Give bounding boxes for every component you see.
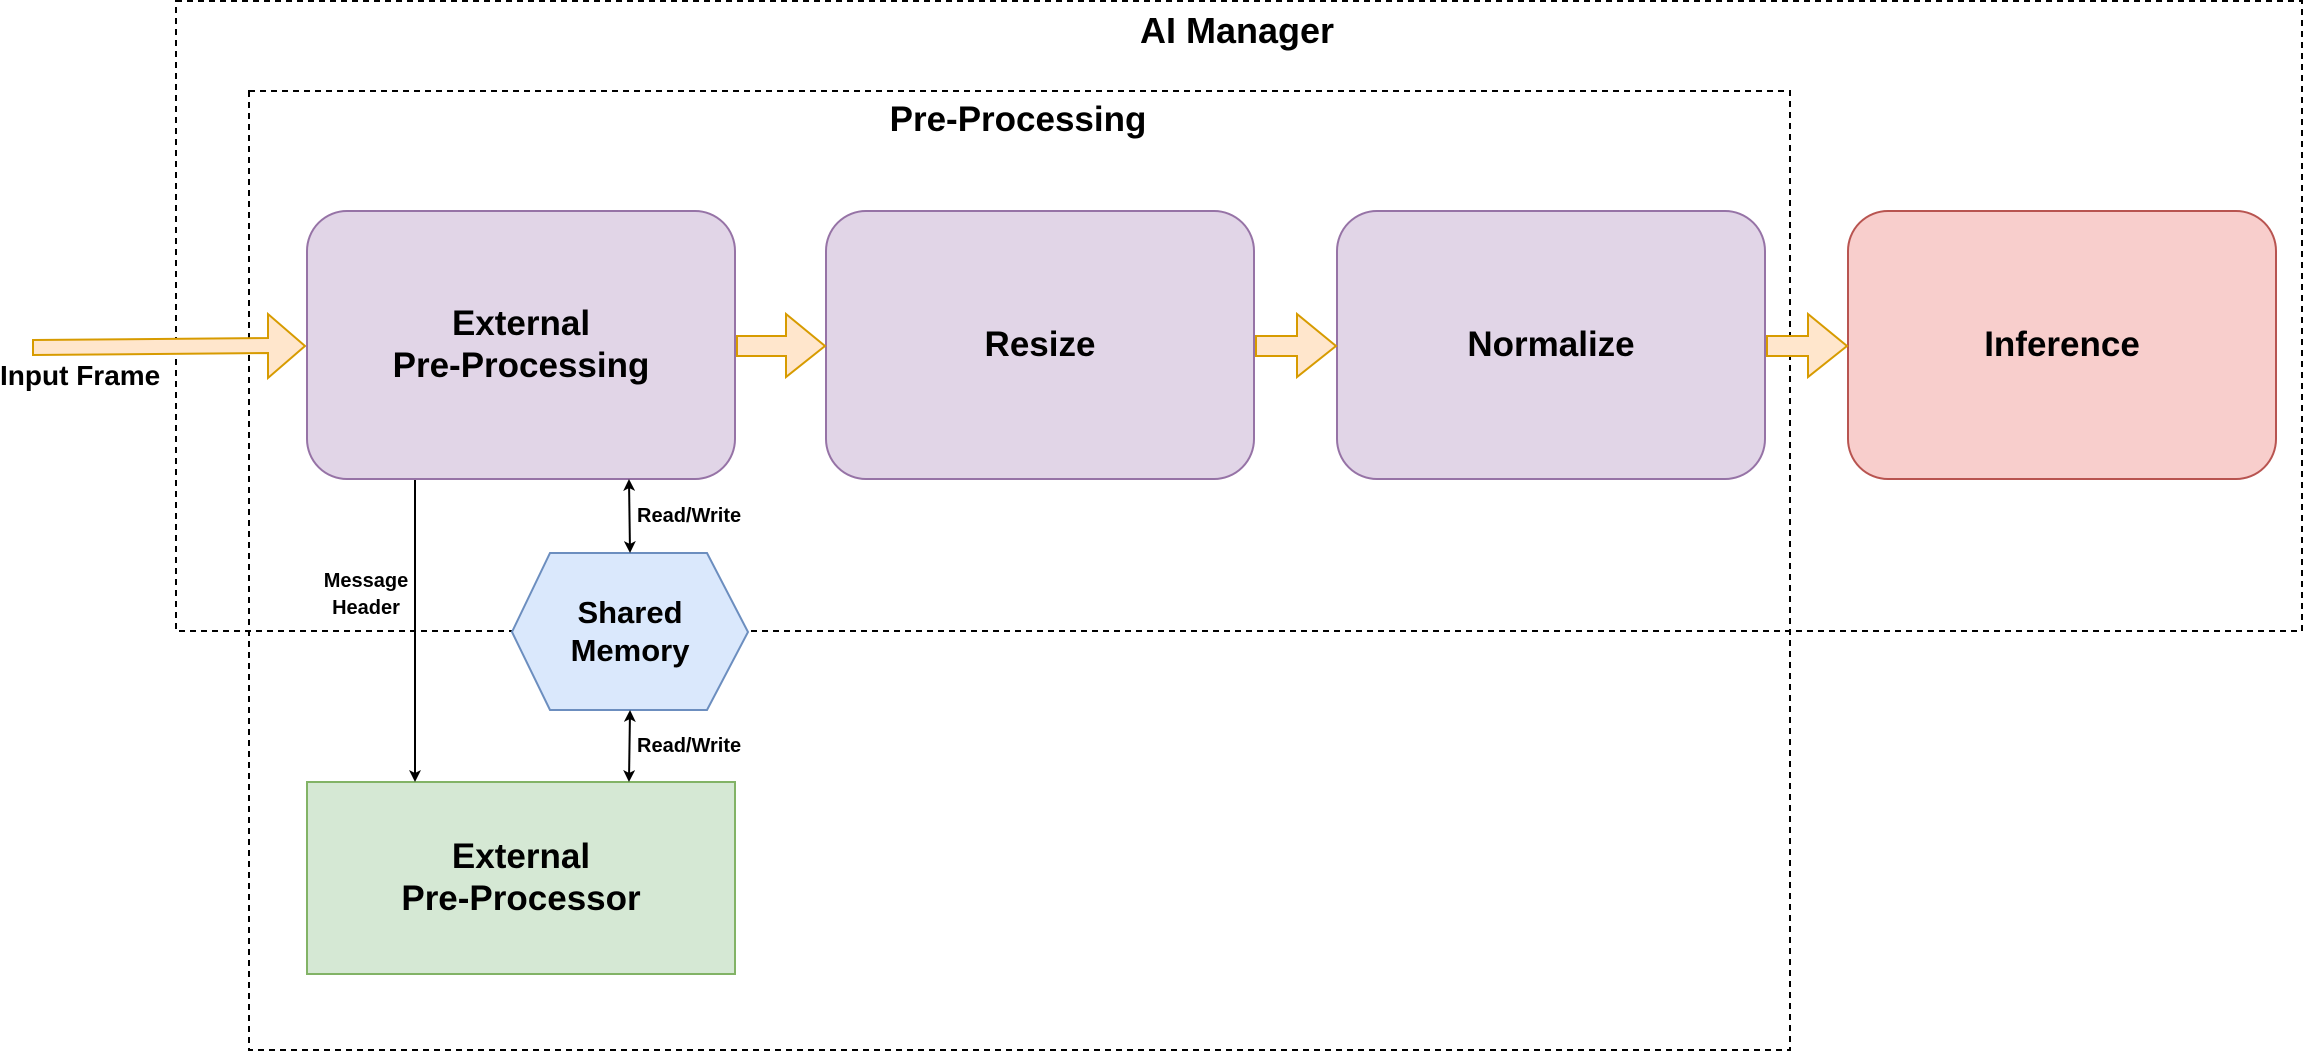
inference-node[interactable] (1847, 210, 2277, 480)
resize-node[interactable] (825, 210, 1255, 480)
flow-arrow-to-normalize (1255, 311, 1338, 380)
ai-manager-group (175, 0, 2303, 632)
shared-memory-label: Shared Memory (570, 595, 690, 668)
normalize-label: Normalize (1467, 325, 1635, 364)
external-pre-processing-label: External Pre-Processing (392, 304, 650, 385)
read-write-connector-bottom (623, 710, 636, 782)
ai-manager-title: AI Manager (1139, 10, 1335, 51)
read-write-label-top: Read/Write (637, 505, 742, 527)
external-pre-processor-label: External Pre-Processor (401, 837, 641, 918)
read-write-label-bottom: Read/Write (637, 735, 742, 757)
normalize-node[interactable] (1336, 210, 1766, 480)
resize-label: Resize (984, 325, 1096, 364)
pre-processing-title: Pre-Processing (889, 100, 1147, 139)
input-frame-label: Input Frame (0, 360, 161, 391)
flow-arrow-to-inference (1766, 311, 1849, 380)
shared-memory-node[interactable] (510, 552, 750, 711)
message-header-label: Message Header (323, 570, 409, 619)
read-write-connector-top (623, 479, 636, 553)
external-pre-processing-node[interactable] (306, 210, 736, 480)
external-pre-processor-node[interactable] (306, 781, 736, 975)
inference-label: Inference (1984, 325, 2140, 364)
flow-arrow-to-resize (736, 311, 827, 380)
pre-processing-group (248, 90, 1791, 1051)
input-frame-arrow (32, 311, 307, 381)
